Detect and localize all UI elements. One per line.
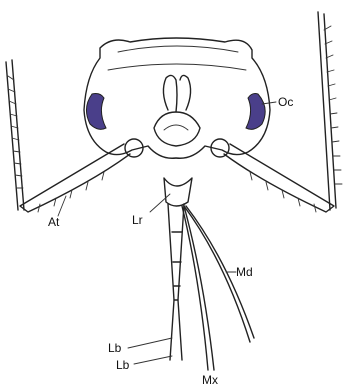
antenna-left — [6, 60, 130, 212]
labrum — [164, 178, 192, 206]
label-mx-text: Mx — [202, 373, 218, 387]
clypeus — [154, 75, 200, 146]
label-md: Md — [226, 265, 253, 279]
label-lb-lower: Lb — [116, 356, 172, 372]
label-lr: Lr — [132, 194, 170, 227]
label-lb-upper-text: Lb — [108, 341, 122, 355]
label-at-text: At — [48, 215, 60, 229]
compound-eye-right — [246, 94, 265, 130]
label-lb-lower-text: Lb — [116, 358, 130, 372]
label-mx: Mx — [202, 373, 218, 387]
label-md-text: Md — [236, 265, 253, 279]
label-oc-text: Oc — [278, 95, 293, 109]
label-lb-upper: Lb — [108, 338, 172, 355]
label-lr-text: Lr — [132, 213, 143, 227]
label-oc: Oc — [262, 95, 293, 109]
maxilla-stylets — [182, 206, 214, 370]
compound-eye-left — [86, 94, 106, 130]
antenna-right — [224, 12, 342, 212]
labium — [168, 204, 184, 360]
